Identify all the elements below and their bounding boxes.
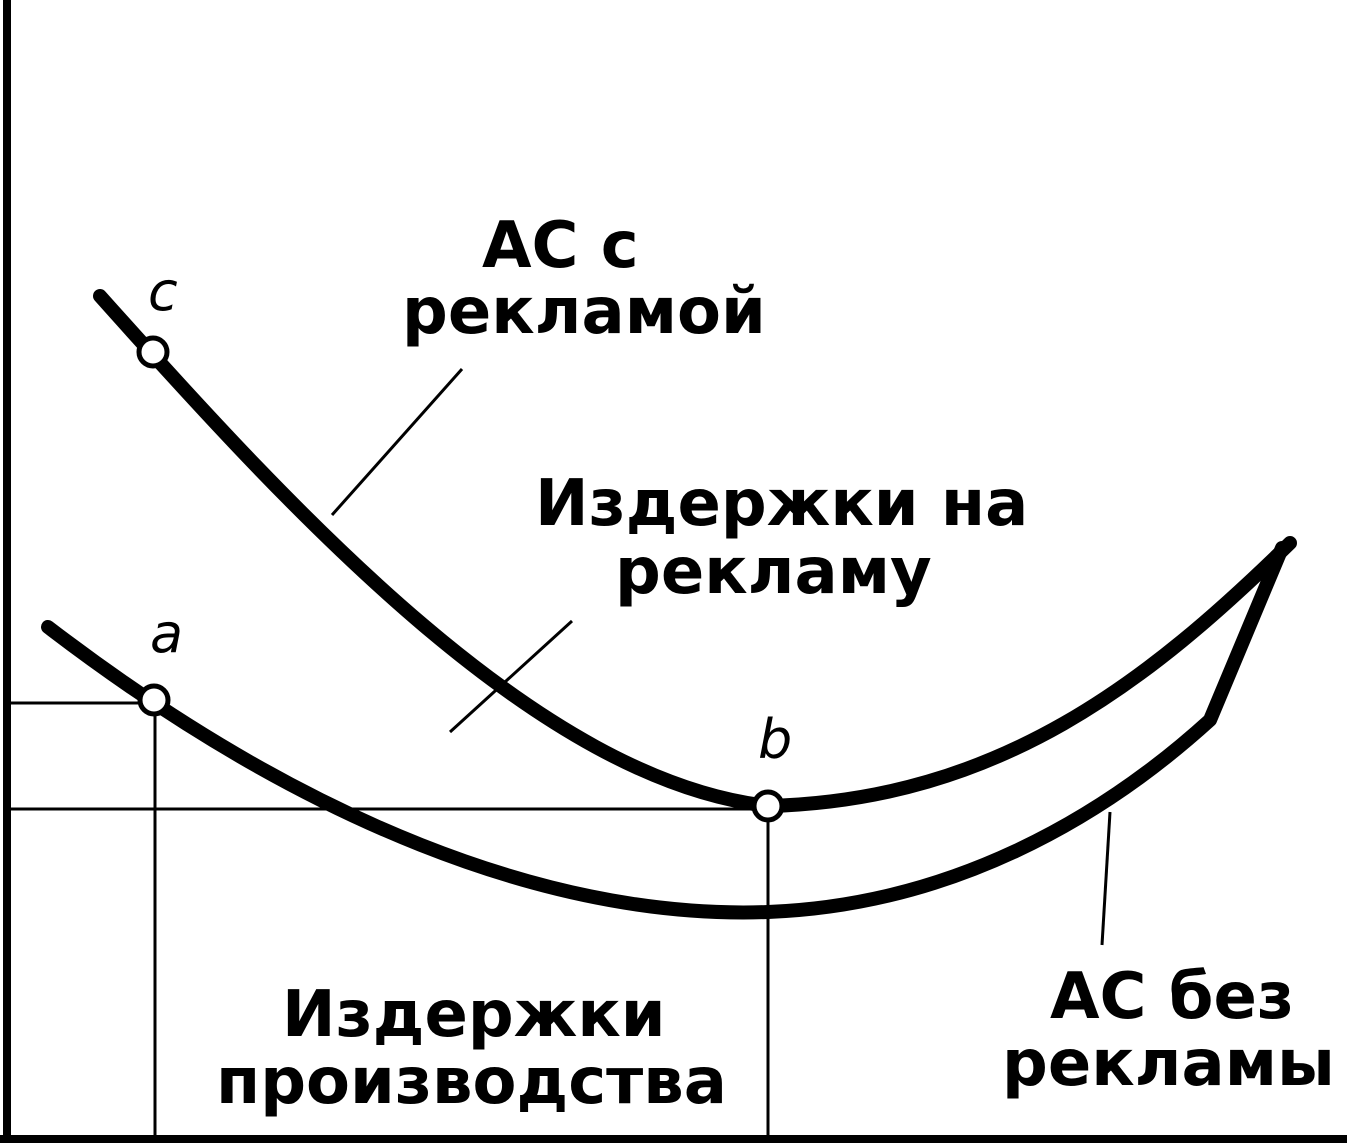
point-b-marker bbox=[751, 789, 785, 823]
point-c-marker bbox=[136, 335, 170, 369]
ad-costs-label-line2: рекламу bbox=[615, 535, 932, 609]
ac-with-ads-curve bbox=[93, 289, 1297, 813]
ac-without-ads-label-line1: AC без bbox=[1050, 960, 1294, 1034]
ac-without-ads-label-line2: рекламы bbox=[1002, 1027, 1335, 1101]
ac-with-ads-label-line1: AC с bbox=[482, 209, 639, 283]
production-costs-label-line1: Издержки bbox=[282, 978, 666, 1052]
point-a-label: a bbox=[150, 602, 183, 665]
ad-costs-label-line1: Издержки на bbox=[535, 467, 1028, 541]
leader-ad-costs bbox=[448, 619, 574, 734]
leader-ac-without-ads bbox=[1100, 811, 1112, 946]
ac-with-ads-label-line2: рекламой bbox=[402, 275, 766, 349]
ac-without-ads-curve bbox=[41, 541, 1289, 920]
point-a-marker bbox=[137, 683, 171, 717]
point-b-label: b bbox=[758, 708, 792, 771]
leader-ac-with-ads bbox=[330, 368, 464, 516]
point-c-label: c bbox=[148, 260, 178, 323]
production-costs-label-line2: производства bbox=[216, 1045, 727, 1119]
